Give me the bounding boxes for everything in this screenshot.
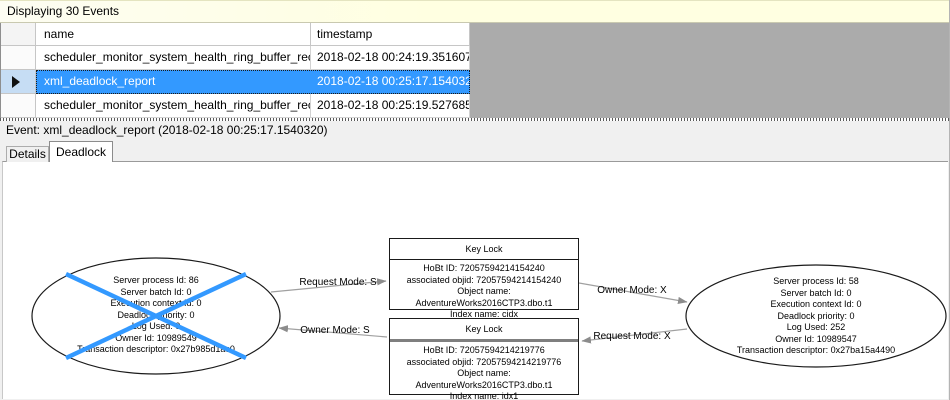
process-line: Execution context Id: 0	[770, 299, 862, 309]
events-count-bar: Displaying 30 Events	[0, 0, 949, 23]
resource-line: associated objid: 72057594214219776	[406, 356, 562, 367]
edge-request-s-arrow	[270, 278, 387, 293]
process-node-victim[interactable]: Server process Id: 86 Server batch Id: 0…	[41, 275, 271, 356]
resource-line: associated objid: 72057594214154240	[406, 274, 562, 285]
process-line: Owner Id: 10989547	[775, 333, 857, 344]
process-line: Deadlock priority: 0	[117, 309, 195, 320]
process-line: Execution context Id: 0	[110, 298, 202, 308]
row-indicator-cell	[1, 70, 36, 94]
row-indicator-cell	[1, 94, 36, 118]
row-indicator-cell	[1, 46, 36, 70]
edge-label-request-mode-s: Request Mode: S	[299, 277, 377, 288]
events-count-label: Displaying 30 Events	[7, 4, 120, 18]
resource-line: Index name: idx1	[449, 391, 519, 400]
resource-title: Key Lock	[390, 239, 578, 260]
selected-event-label: Event: xml_deadlock_report (2018-02-18 0…	[0, 121, 949, 140]
edge-request-x-arrow	[581, 328, 688, 344]
process-line: Transaction descriptor: 0x27b985d1ac0	[77, 344, 235, 354]
process-line: Transaction descriptor: 0x27ba15a4490	[736, 345, 896, 355]
grid-corner-cell	[1, 23, 36, 46]
deadlock-graph-canvas: Server process Id: 86 Server batch Id: 0…	[2, 161, 948, 400]
selected-row-cells[interactable]: xml_deadlock_report 2018-02-18 00:25:17.…	[36, 70, 470, 94]
table-row[interactable]: scheduler_monitor_system_health_ring_buf…	[1, 46, 470, 70]
process-node[interactable]: Server process Id: 58 Server batch Id: 0…	[701, 276, 931, 357]
resource-title: Key Lock	[390, 319, 578, 342]
edge-owner-x-arrow	[578, 282, 688, 304]
process-line: Owner Id: 10989549	[115, 332, 197, 343]
process-line: Server batch Id: 0	[780, 287, 852, 298]
process-node-ellipse[interactable]	[685, 264, 947, 368]
event-timestamp-cell[interactable]: 2018-02-18 00:25:17.1540320	[311, 70, 470, 94]
event-name-cell[interactable]: xml_deadlock_report	[36, 70, 311, 94]
resource-line: Object name: AdventureWorks2016CTP3.dbo.…	[415, 368, 553, 390]
column-header-name[interactable]: name	[36, 23, 311, 46]
edge-label-owner-mode-s: Owner Mode: S	[300, 325, 370, 336]
events-grid: name timestamp scheduler_monitor_system_…	[0, 23, 949, 118]
table-row[interactable]: scheduler_monitor_system_health_ring_buf…	[1, 94, 470, 118]
process-line: Log Used: 252	[786, 322, 846, 332]
resource-line: HoBt ID: 72057594214154240	[423, 263, 545, 273]
process-line: Server process Id: 86	[113, 275, 199, 285]
process-line: Server process Id: 58	[773, 276, 859, 286]
column-header-timestamp[interactable]: timestamp	[311, 23, 470, 46]
resource-line: Object name: AdventureWorks2016CTP3.dbo.…	[415, 286, 553, 308]
tab-deadlock[interactable]: Deadlock	[49, 141, 113, 162]
edge-label-owner-mode-x: Owner Mode: X	[597, 285, 667, 296]
edge-owner-s-arrow	[278, 325, 388, 338]
resource-line: HoBt ID: 72057594214219776	[423, 345, 545, 355]
process-line: Server batch Id: 0	[120, 286, 192, 297]
tab-details[interactable]: Details	[6, 146, 49, 162]
event-name-cell[interactable]: scheduler_monitor_system_health_ring_buf…	[36, 94, 311, 118]
resource-node-keylock-top[interactable]: Key Lock HoBt ID: 72057594214154240 asso…	[389, 238, 579, 319]
event-name-cell[interactable]: scheduler_monitor_system_health_ring_buf…	[36, 46, 311, 70]
pane-splitter[interactable]	[0, 118, 949, 121]
resource-node-keylock-bottom[interactable]: Key Lock HoBt ID: 72057594214219776 asso…	[389, 318, 579, 400]
process-line: Deadlock priority: 0	[777, 310, 855, 321]
table-row-selected[interactable]: xml_deadlock_report 2018-02-18 00:25:17.…	[1, 70, 470, 94]
event-timestamp-cell[interactable]: 2018-02-18 00:25:19.5276859	[311, 94, 470, 118]
process-line: Log Used: 0	[131, 321, 181, 331]
edge-label-request-mode-x: Request Mode: X	[593, 331, 671, 342]
resource-line: Index name: cidx	[449, 309, 519, 319]
event-timestamp-cell[interactable]: 2018-02-18 00:24:19.3516078	[311, 46, 470, 70]
current-row-arrow-icon	[12, 76, 20, 88]
